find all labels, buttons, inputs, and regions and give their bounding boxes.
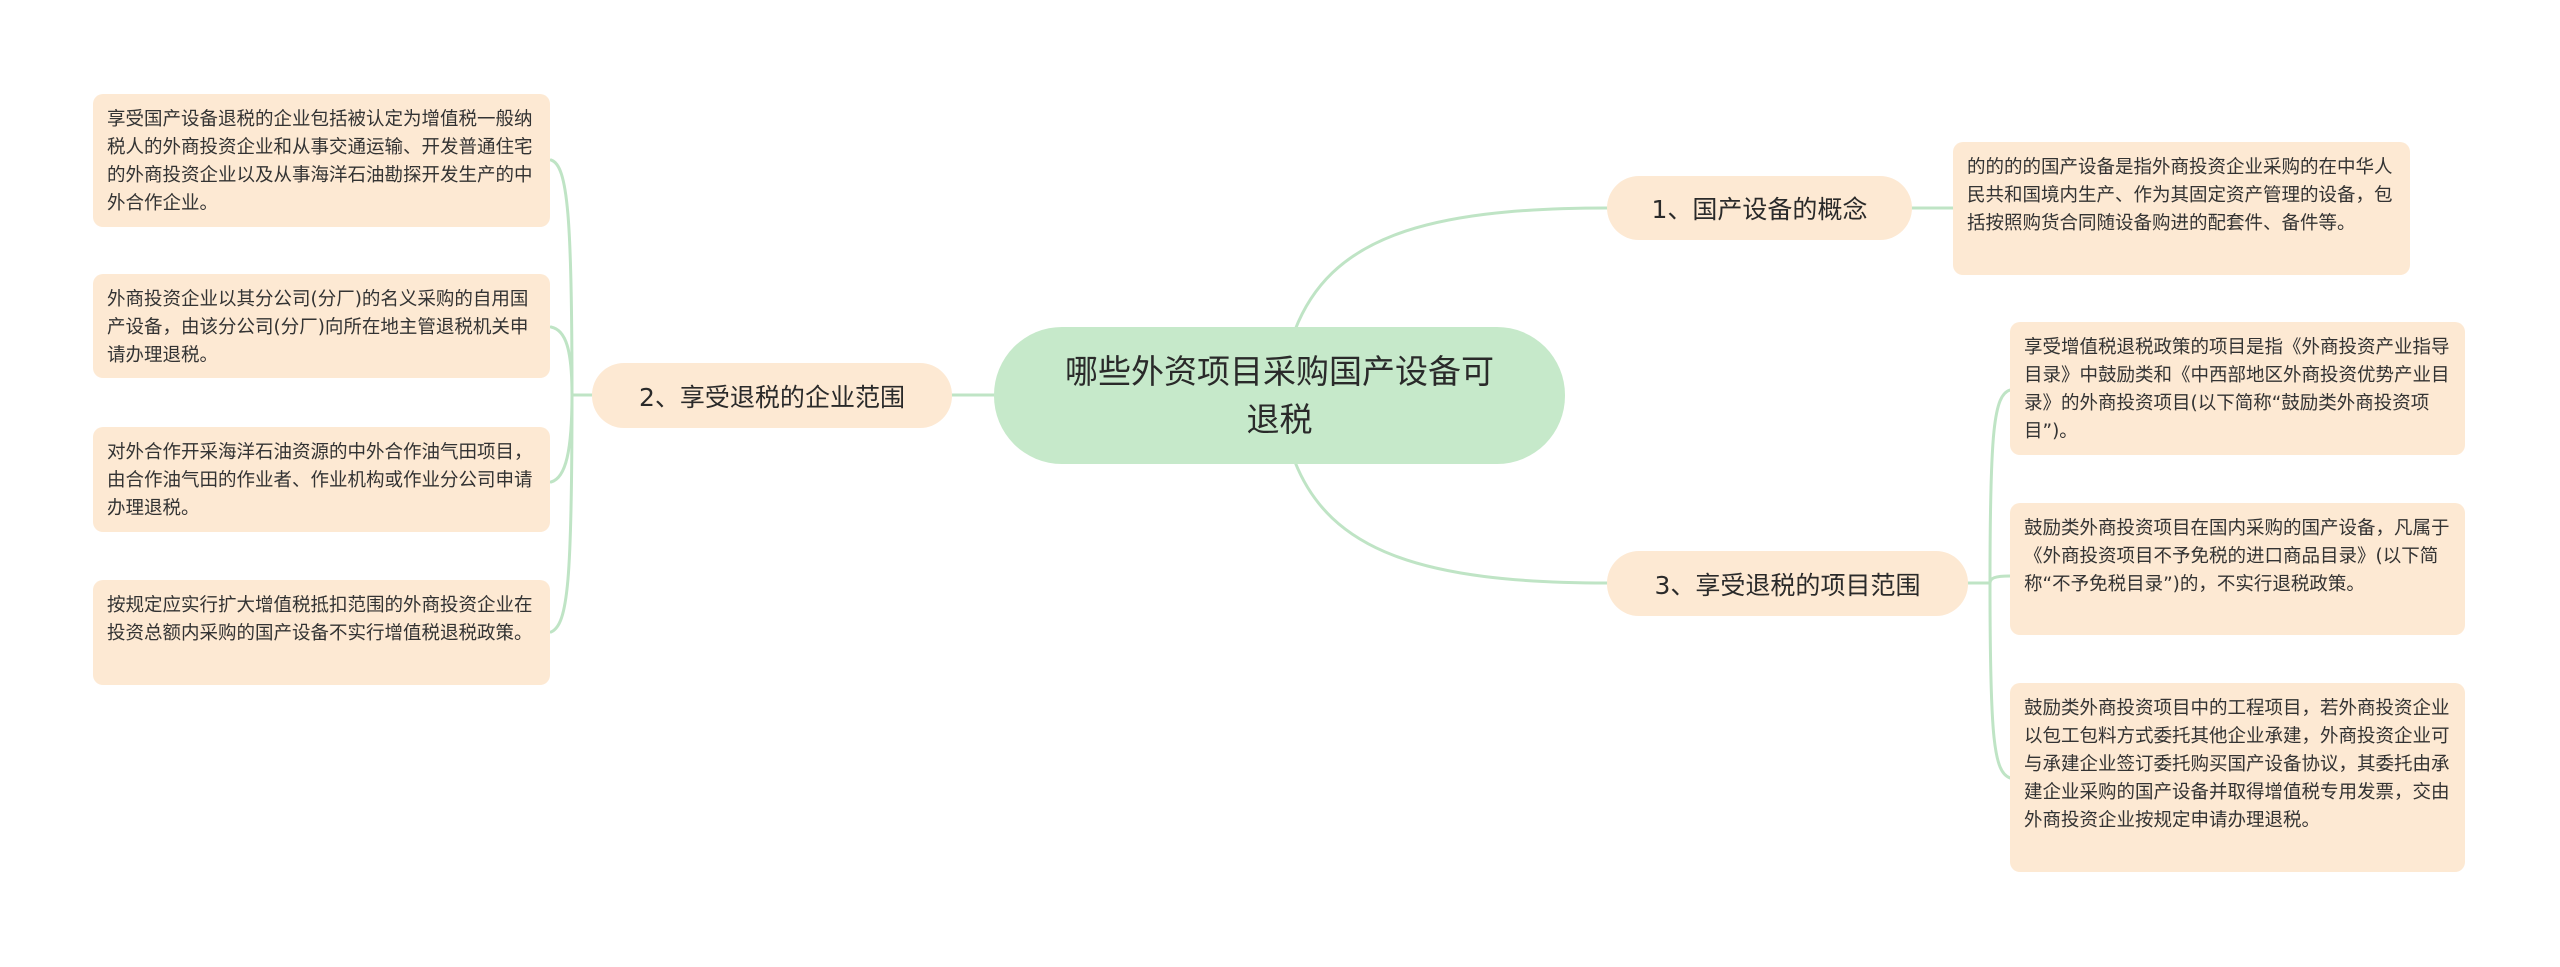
topic-2-detail-card-3[interactable]: 对外合作开采海洋石油资源的中外合作油气田项目，由合作油气田的作业者、作业机构或作… [93,427,550,532]
detail-text: 享受国产设备退税的企业包括被认定为增值税一般纳税人的外商投资企业和从事交通运输、… [107,109,533,214]
connector-topic-2-card-1 [549,158,574,397]
connector-root-topic-1 [1293,206,1609,332]
topic-3-label: 3、享受退税的项目范围 [1654,570,1921,600]
detail-text: 鼓励类外商投资项目在国内采购的国产设备，凡属于《外商投资项目不予免税的进口商品目… [2024,518,2450,595]
topic-3-detail-card-3[interactable]: 鼓励类外商投资项目中的工程项目，若外商投资企业以包工包料方式委托其他企业承建，外… [2010,683,2465,872]
topic-2-detail-card-1[interactable]: 享受国产设备退税的企业包括被认定为增值税一般纳税人的外商投资企业和从事交通运输、… [93,94,550,227]
topic-2-enterprise-scope[interactable]: 2、享受退税的企业范围 [592,363,952,428]
topic-2-detail-card-4[interactable]: 按规定应实行扩大增值税抵扣范围的外商投资企业在投资总额内采购的国产设备不实行增值… [93,580,550,685]
root-topic[interactable]: 哪些外资项目采购国产设备可退税 [994,327,1565,464]
detail-text: 享受增值税退税政策的项目是指《外商投资产业指导目录》中鼓励类和《中西部地区外商投… [2024,337,2450,442]
topic-3-detail-card-1[interactable]: 享受增值税退税政策的项目是指《外商投资产业指导目录》中鼓励类和《中西部地区外商投… [2010,322,2465,455]
connector-topic-2-card-3 [549,393,574,484]
detail-text: 的的的的国产设备是指外商投资企业采购的在中华人民共和国境内生产、作为其固定资产管… [1967,157,2393,234]
topic-1-detail-card-1[interactable]: 的的的的国产设备是指外商投资企业采购的在中华人民共和国境内生产、作为其固定资产管… [1953,142,2410,275]
detail-text: 外商投资企业以其分公司(分厂)的名义采购的自用国产设备，由该分公司(分厂)向所在… [107,289,529,366]
connector-topic-3-card-3 [1988,581,2012,780]
topic-1-domestic-equipment-concept[interactable]: 1、国产设备的概念 [1607,176,1912,240]
topic-1-label: 1、国产设备的概念 [1651,195,1868,224]
connector-root-topic-3 [1293,460,1609,585]
topic-3-detail-card-2[interactable]: 鼓励类外商投资项目在国内采购的国产设备，凡属于《外商投资项目不予免税的进口商品目… [2010,503,2465,635]
detail-text: 对外合作开采海洋石油资源的中外合作油气田项目，由合作油气田的作业者、作业机构或作… [107,442,533,519]
connector-topic-2-card-4 [549,393,574,634]
detail-text: 鼓励类外商投资项目中的工程项目，若外商投资企业以包工包料方式委托其他企业承建，外… [2024,698,2450,831]
topic-2-detail-card-2[interactable]: 外商投资企业以其分公司(分厂)的名义采购的自用国产设备，由该分公司(分厂)向所在… [93,274,550,378]
connector-topic-3-card-2 [1988,574,2012,585]
detail-text: 按规定应实行扩大增值税抵扣范围的外商投资企业在投资总额内采购的国产设备不实行增值… [107,595,533,644]
topic-3-project-scope[interactable]: 3、享受退税的项目范围 [1607,551,1968,616]
root-topic-title: 哪些外资项目采购国产设备可退税 [1065,351,1494,439]
connector-topic-3-card-1 [1988,388,2012,585]
connector-topic-2-card-2 [549,325,574,397]
topic-2-label: 2、享受退税的企业范围 [639,382,905,412]
